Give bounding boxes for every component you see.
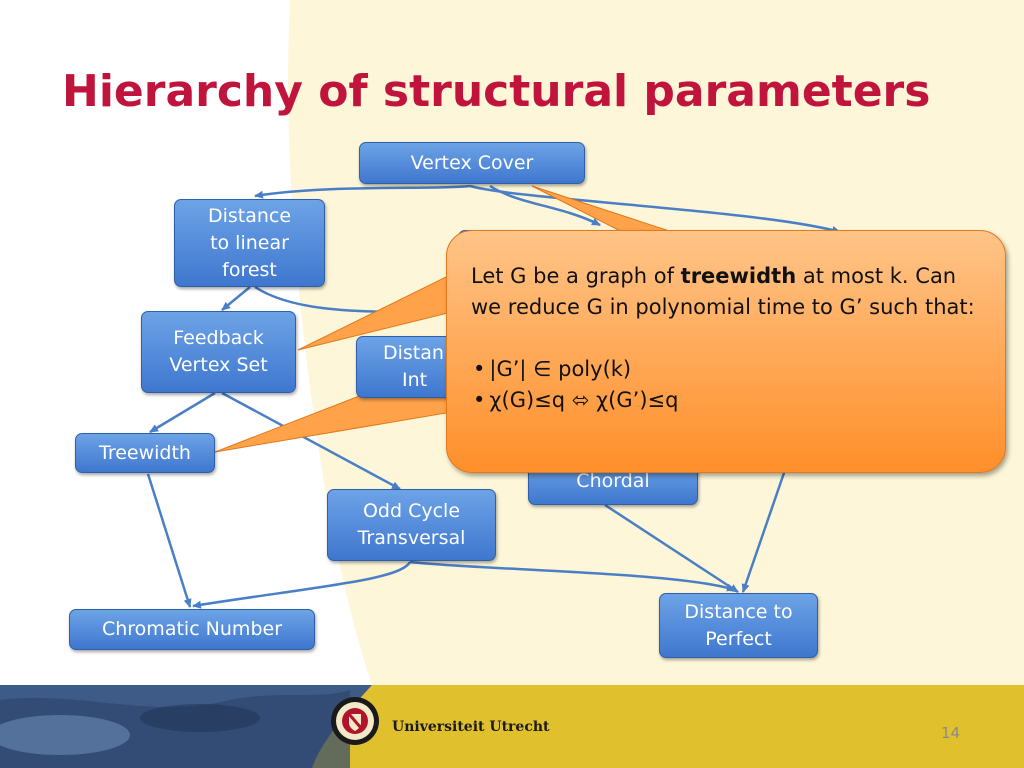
node-distance-to-perfect[interactable]: Distance to Perfect <box>659 593 818 658</box>
node-label-line: Distan <box>383 342 444 364</box>
callout-question: Let G be a graph of treewidth at most k.… <box>471 264 975 319</box>
edge-oct-dp <box>409 560 736 592</box>
node-label-line: Perfect <box>705 627 772 650</box>
callout-keyword: treewidth <box>680 264 797 288</box>
node-treewidth[interactable]: Treewidth <box>75 433 215 473</box>
page-number: 14 <box>941 724 961 742</box>
node-label-line: Distance to <box>684 600 793 623</box>
university-name: Universiteit Utrecht <box>392 719 550 735</box>
node-label: Chromatic Number <box>101 618 283 640</box>
node-label-line: Distance <box>207 204 292 227</box>
edge-vc-dlf <box>254 184 471 199</box>
callout-bullets: |G’| ∈ poly(k) χ(G)≤q ⬄ χ(G’)≤q <box>471 354 981 416</box>
node-chromatic-number[interactable]: Chromatic Number <box>69 609 315 650</box>
edge-vc-mid <box>489 184 601 227</box>
node-label: Vertex Cover <box>410 151 534 174</box>
edge-right-dp <box>741 469 787 593</box>
edge-vc-right <box>469 184 841 234</box>
callout-bullet: χ(G)≤q ⬄ χ(G’)≤q <box>471 385 981 416</box>
university-seal-logo <box>331 697 379 745</box>
node-label: Treewidth <box>99 441 191 464</box>
node-label-line: Feedback <box>173 327 264 349</box>
node-label-line: Transversal <box>357 527 466 549</box>
slide-title: Hierarchy of structural parameters <box>62 66 931 117</box>
edge-fvs-tw <box>149 391 216 434</box>
treewidth-callout: Let G be a graph of treewidth at most k.… <box>446 230 1006 473</box>
node-label-line: Odd Cycle <box>362 500 461 522</box>
node-odd-cycle-transversal[interactable]: Odd Cycle Transversal <box>327 489 496 561</box>
node-label-line: to linear <box>210 231 289 254</box>
edge-tw-cn <box>146 473 192 608</box>
edge-dlf-fvs <box>221 286 251 311</box>
node-label-line: Vertex Set <box>169 354 268 376</box>
callout-bullet: |G’| ∈ poly(k) <box>471 354 981 385</box>
node-vertex-cover[interactable]: Vertex Cover <box>359 142 585 184</box>
node-label-line: Int <box>402 369 428 391</box>
edge-fvs-oct <box>221 391 401 491</box>
node-distance-to-linear-forest[interactable]: Distance to linear forest <box>174 199 325 287</box>
edge-chordal-dp <box>604 503 739 594</box>
edge-oct-cn <box>192 561 412 609</box>
node-feedback-vertex-set[interactable]: Feedback Vertex Set <box>141 311 296 393</box>
node-label-line: forest <box>222 258 277 281</box>
node-label: Chordal <box>576 470 650 492</box>
